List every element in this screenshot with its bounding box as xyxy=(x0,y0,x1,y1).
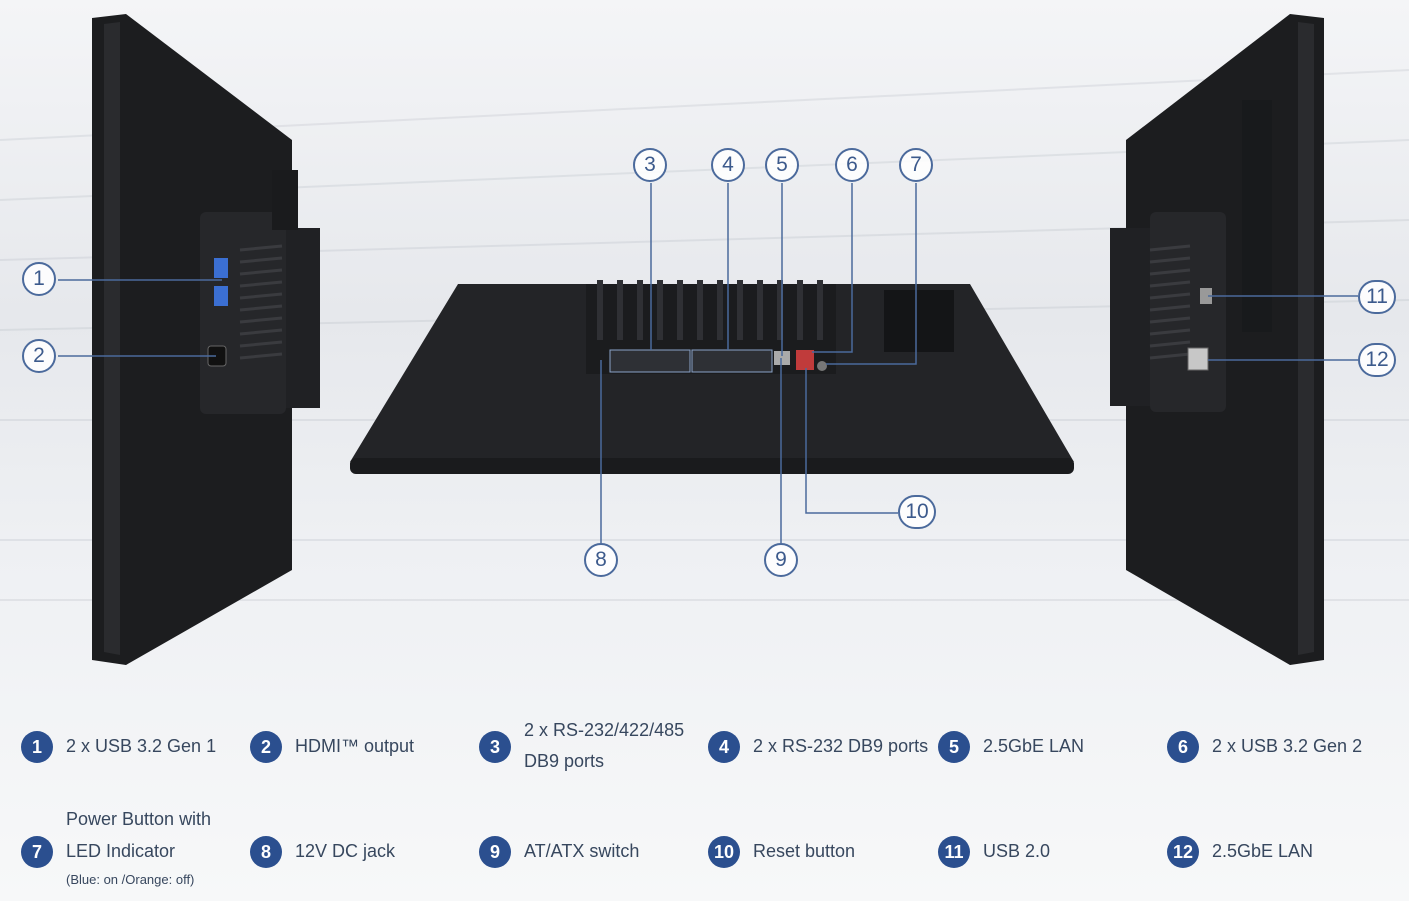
legend-badge: 3 xyxy=(479,731,511,763)
legend-label: HDMI™ output xyxy=(295,736,415,756)
legend-item-8: 8 12V DC jack xyxy=(250,836,395,868)
legend-badge: 12 xyxy=(1167,836,1199,868)
legend-badge: 4 xyxy=(708,731,740,763)
legend-item-7: 7 Power Button with LED Indicator (Blue:… xyxy=(21,804,211,889)
legend-label: 2.5GbE LAN xyxy=(983,736,1085,756)
legend-label: 2.5GbE LAN xyxy=(1212,841,1314,861)
legend-label: 2 x USB 3.2 Gen 2 xyxy=(1212,736,1363,756)
legend-item-11: 11 USB 2.0 xyxy=(938,836,1050,868)
legend-badge: 7 xyxy=(21,836,53,868)
right-side-view xyxy=(1110,14,1324,665)
legend-note: (Blue: on /Orange: off) xyxy=(66,872,195,887)
legend-item-4: 4 2 x RS-232 DB9 ports xyxy=(708,731,928,763)
legend-item-12: 12 2.5GbE LAN xyxy=(1167,836,1313,868)
legend-item-6: 6 2 x USB 3.2 Gen 2 xyxy=(1167,731,1362,763)
legend-item-2: 2 HDMI™ output xyxy=(250,731,414,763)
legend-item-1: 1 2 x USB 3.2 Gen 1 xyxy=(21,731,216,763)
legend-badge: 9 xyxy=(479,836,511,868)
legend-label-line1: Power Button with xyxy=(66,809,212,829)
center-rear-view xyxy=(350,280,1074,474)
left-side-view xyxy=(92,14,320,665)
legend-item-5: 5 2.5GbE LAN xyxy=(938,731,1084,763)
usb2-port xyxy=(1200,288,1212,304)
usb-port-left-1 xyxy=(214,258,228,278)
callout-6: 6 xyxy=(835,148,869,182)
legend-badge: 2 xyxy=(250,731,282,763)
legend-label: AT/ATX switch xyxy=(524,841,640,861)
leader-lines xyxy=(58,183,1358,543)
callout-3: 3 xyxy=(633,148,667,182)
callout-8: 8 xyxy=(584,543,618,577)
callout-4: 4 xyxy=(711,148,745,182)
usb-port-left-2 xyxy=(214,286,228,306)
callout-1: 1 xyxy=(22,262,56,296)
legend-label: USB 2.0 xyxy=(983,841,1051,861)
callout-2: 2 xyxy=(22,339,56,373)
legend-item-9: 9 AT/ATX switch xyxy=(479,836,639,868)
callout-7: 7 xyxy=(899,148,933,182)
legend-label: 2 x RS-232 DB9 ports xyxy=(753,736,929,756)
legend-badge: 5 xyxy=(938,731,970,763)
legend-badge: 11 xyxy=(938,836,970,868)
legend-label: 12V DC jack xyxy=(295,841,396,861)
legend-badge: 6 xyxy=(1167,731,1199,763)
legend-badge: 1 xyxy=(21,731,53,763)
legend-item-10: 10 Reset button xyxy=(708,836,855,868)
legend-label: Reset button xyxy=(753,841,856,861)
legend-label-line2: DB9 ports xyxy=(524,751,605,771)
callout-10: 10 xyxy=(898,495,936,529)
legend-label: 2 x USB 3.2 Gen 1 xyxy=(66,736,217,756)
callout-12: 12 xyxy=(1358,343,1396,377)
legend-label-line1: 2 x RS-232/422/485 xyxy=(524,720,685,740)
legend-badge: 10 xyxy=(708,836,740,868)
callout-5: 5 xyxy=(765,148,799,182)
legend-label-line2: LED Indicator xyxy=(66,841,176,861)
legend-item-3: 3 2 x RS-232/422/485 DB9 ports xyxy=(479,715,684,777)
callout-9: 9 xyxy=(764,543,798,577)
lan-port-right xyxy=(1187,347,1209,371)
legend-badge: 8 xyxy=(250,836,282,868)
callout-11: 11 xyxy=(1358,280,1396,314)
